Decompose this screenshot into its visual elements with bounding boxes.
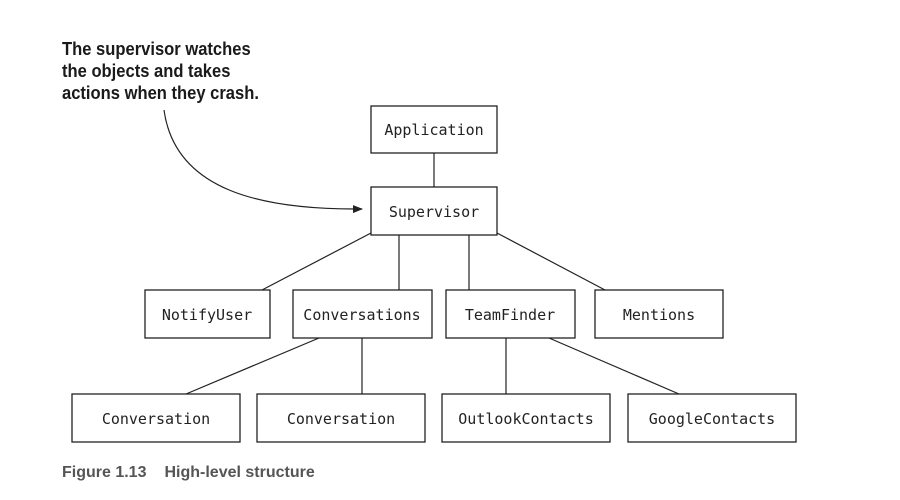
node-outlook-contacts: OutlookContacts — [441, 393, 611, 443]
node-mentions: Mentions — [594, 289, 724, 339]
node-application: Application — [370, 105, 498, 154]
annotation-arrow — [163, 109, 363, 214]
node-notify-user: NotifyUser — [144, 289, 271, 339]
node-label: Application — [384, 121, 483, 139]
node-google-contacts: GoogleContacts — [627, 393, 797, 443]
figure-caption: Figure 1.13 High-level structure — [62, 464, 315, 482]
annotation-line: the objects and takes — [62, 61, 231, 81]
node-label: Supervisor — [389, 203, 479, 221]
figure-title: High-level structure — [164, 464, 315, 481]
node-team-finder: TeamFinder — [445, 289, 576, 339]
node-conversation-2: Conversation — [256, 393, 426, 443]
node-label: TeamFinder — [465, 306, 555, 324]
edge-supervisor-mentions — [496, 232, 606, 291]
figure-number: Figure 1.13 — [62, 464, 147, 481]
edge-teamfinder-googlecontacts — [548, 337, 680, 395]
edge-conversations-conversation1 — [185, 337, 320, 395]
edge-supervisor-notifyuser — [261, 232, 372, 291]
node-label: Mentions — [623, 306, 695, 324]
node-label: GoogleContacts — [649, 410, 775, 428]
node-label: Conversations — [303, 306, 420, 324]
node-label: OutlookContacts — [458, 410, 593, 428]
edges — [185, 153, 680, 395]
annotation-line: The supervisor watches — [62, 39, 251, 59]
node-supervisor: Supervisor — [370, 186, 498, 236]
node-conversations: Conversations — [292, 289, 433, 339]
node-conversation-1: Conversation — [71, 393, 241, 443]
annotation-line: actions when they crash. — [62, 83, 259, 103]
node-label: Conversation — [287, 410, 395, 428]
annotation-text: The supervisor watches the objects and t… — [62, 38, 301, 104]
node-label: Conversation — [102, 410, 210, 428]
node-label: NotifyUser — [162, 306, 252, 324]
